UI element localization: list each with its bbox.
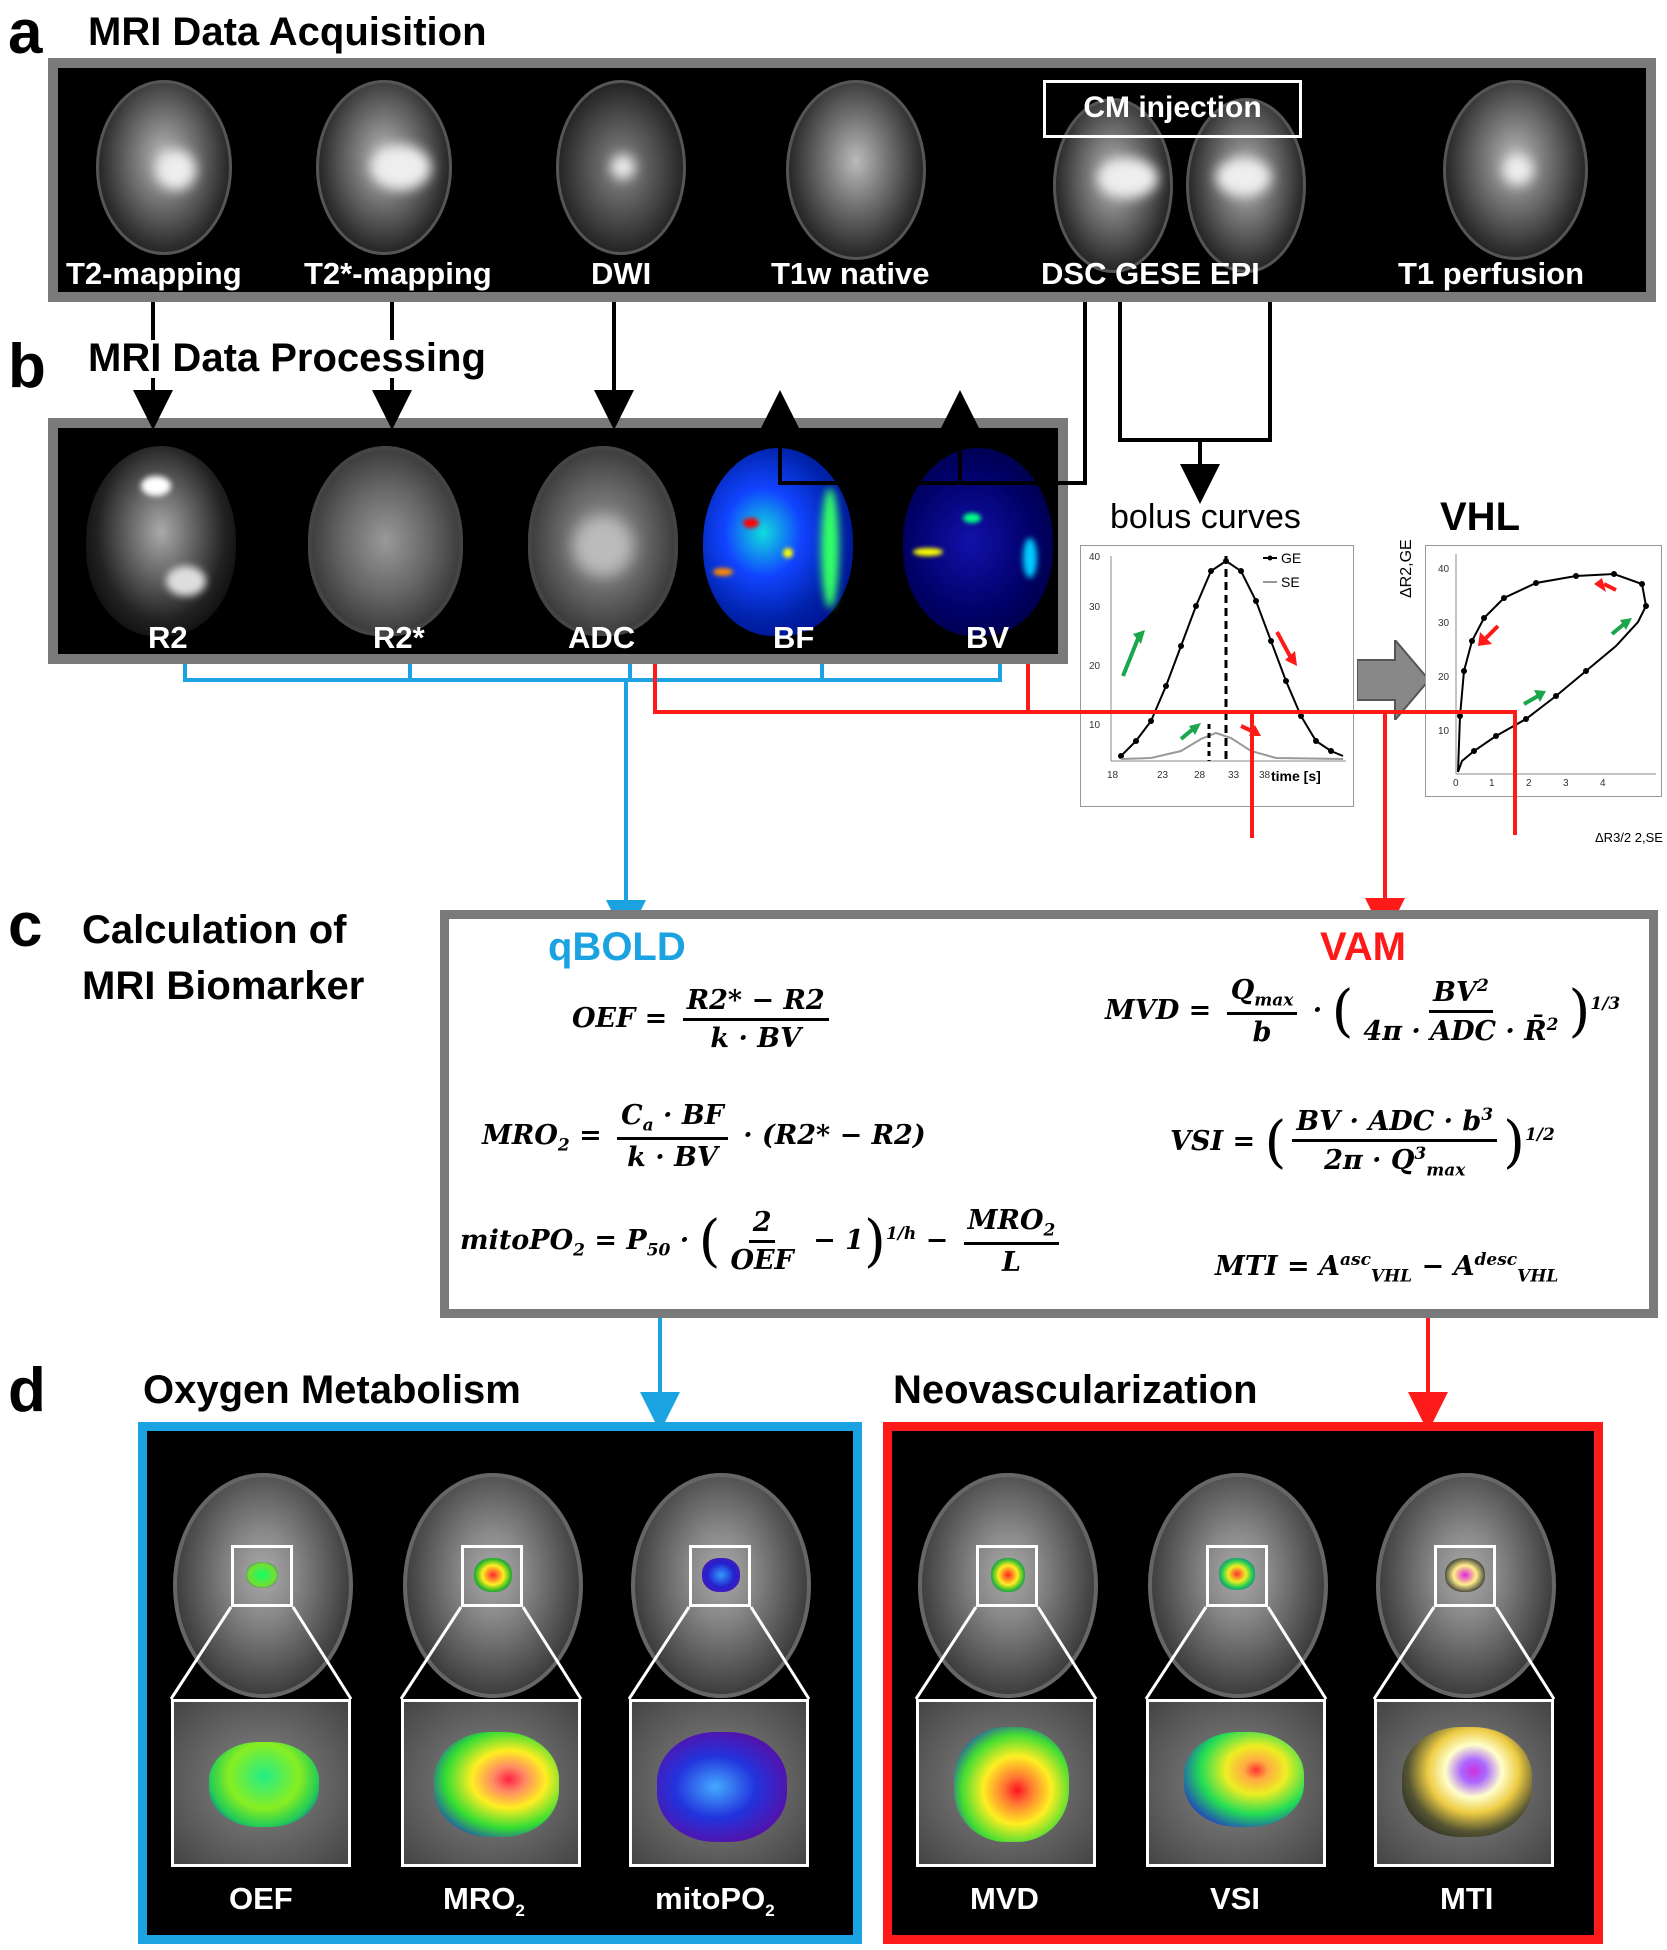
svg-text:4: 4 <box>1600 778 1606 789</box>
neovascularization-panel: MVD VSI MTI <box>883 1422 1603 1944</box>
proc-label-bf: BF <box>773 620 815 655</box>
r2-map <box>86 446 236 636</box>
acq-label-t2star: T2*-mapping <box>304 256 492 291</box>
oef-output-label: OEF <box>229 1881 293 1916</box>
vam-label: VAM <box>1320 925 1406 969</box>
vsi-output-label: VSI <box>1210 1881 1260 1916</box>
t1-perfusion-image <box>1443 80 1588 260</box>
adc-map <box>528 446 678 636</box>
svg-text:40: 40 <box>1438 564 1450 575</box>
acq-label-t1w: T1w native <box>771 256 930 291</box>
panel-title-c-line1: Calculation of <box>82 908 347 952</box>
vhl-title: VHL <box>1440 495 1520 539</box>
svg-text:10: 10 <box>1089 720 1101 731</box>
t2-mapping-image <box>96 80 232 255</box>
dsc-image <box>1053 98 1173 273</box>
svg-text:GE: GE <box>1281 550 1301 566</box>
panel-letter-c: c <box>8 891 43 960</box>
panel-title-c-line2: MRI Biomarker <box>82 964 365 1008</box>
r2star-map <box>308 446 463 636</box>
proc-label-bv: BV <box>966 620 1010 655</box>
proc-label-r2star: R2* <box>373 620 425 655</box>
bolus-xlabel: time [s] <box>1271 768 1321 784</box>
proc-label-adc: ADC <box>568 620 636 655</box>
svg-text:30: 30 <box>1438 618 1450 629</box>
neovascularization-title: Neovascularization <box>893 1368 1258 1412</box>
svg-text:38: 38 <box>1259 770 1271 781</box>
acquisition-panel: CM injection T2-mapping T2*-mapping DWI … <box>48 58 1656 302</box>
mti-output-label: MTI <box>1440 1881 1494 1916</box>
oef-brain <box>173 1473 353 1698</box>
mti-formula: MTI = AascVHL − AdescVHL <box>1215 1250 1559 1287</box>
svg-text:23: 23 <box>1157 770 1169 781</box>
svg-text:33: 33 <box>1228 770 1240 781</box>
mro2-brain <box>403 1473 583 1698</box>
vhl-xlabel: ΔR3/2 2,SE <box>1595 830 1663 845</box>
vsi-zoom <box>1146 1699 1326 1867</box>
cm-injection-box: CM injection <box>1043 80 1302 138</box>
vhl-chart: 10 20 30 40 0 1 2 3 4 <box>1425 545 1662 797</box>
panel-letter-a: a <box>8 0 43 67</box>
calculation-box <box>440 910 1658 1318</box>
mitopo2-brain <box>631 1473 811 1698</box>
svg-text:20: 20 <box>1089 661 1101 672</box>
bolus-curves-title: bolus curves <box>1110 498 1301 536</box>
vsi-brain <box>1148 1473 1328 1698</box>
svg-text:28: 28 <box>1194 770 1206 781</box>
gray-arrow-icon <box>1357 640 1429 720</box>
dwi-image <box>556 80 686 255</box>
svg-text:30: 30 <box>1089 602 1101 613</box>
proc-label-r2: R2 <box>148 620 188 655</box>
t1w-native-image <box>786 80 926 260</box>
mvd-brain <box>918 1473 1098 1698</box>
panel-letter-b: b <box>8 332 46 401</box>
panel-title-a: MRI Data Acquisition <box>88 10 487 54</box>
svg-text:40: 40 <box>1089 552 1101 563</box>
svg-text:10: 10 <box>1438 726 1450 737</box>
gese-epi-image <box>1186 98 1306 273</box>
mti-zoom <box>1374 1699 1554 1867</box>
bolus-curves-chart: 10 20 30 40 18 23 28 33 38 time [s] GE S… <box>1080 545 1354 807</box>
acq-label-dwi: DWI <box>591 256 652 291</box>
oxygen-metabolism-title: Oxygen Metabolism <box>143 1368 521 1412</box>
mvd-zoom <box>916 1699 1096 1867</box>
acq-label-dsc: DSC GESE EPI <box>1041 256 1260 291</box>
oef-zoom <box>171 1699 351 1867</box>
processing-panel: R2 R2* ADC BF BV <box>48 418 1068 664</box>
mro2-zoom <box>401 1699 581 1867</box>
svg-text:0: 0 <box>1453 778 1459 789</box>
svg-text:18: 18 <box>1107 770 1119 781</box>
t2star-mapping-image <box>316 80 452 255</box>
panel-title-b: MRI Data Processing <box>88 336 486 380</box>
bf-map <box>703 448 853 636</box>
oxygen-metabolism-panel: OEF MRO2 mitoPO2 <box>138 1422 862 1944</box>
mitopo2-zoom <box>629 1699 809 1867</box>
acq-label-t1-perfusion: T1 perfusion <box>1398 256 1585 291</box>
bv-map <box>903 448 1053 636</box>
qbold-label: qBOLD <box>548 925 686 969</box>
svg-text:1: 1 <box>1489 778 1495 789</box>
mti-brain <box>1376 1473 1556 1698</box>
svg-text:3: 3 <box>1563 778 1569 789</box>
acq-label-t2: T2-mapping <box>66 256 242 291</box>
svg-text:2: 2 <box>1526 778 1532 789</box>
svg-text:SE: SE <box>1281 574 1300 590</box>
svg-text:20: 20 <box>1438 672 1450 683</box>
mitopo2-output-label: mitoPO2 <box>655 1881 775 1921</box>
mvd-output-label: MVD <box>970 1881 1039 1916</box>
mro2-output-label: MRO2 <box>443 1881 525 1921</box>
panel-letter-d: d <box>8 1356 46 1425</box>
